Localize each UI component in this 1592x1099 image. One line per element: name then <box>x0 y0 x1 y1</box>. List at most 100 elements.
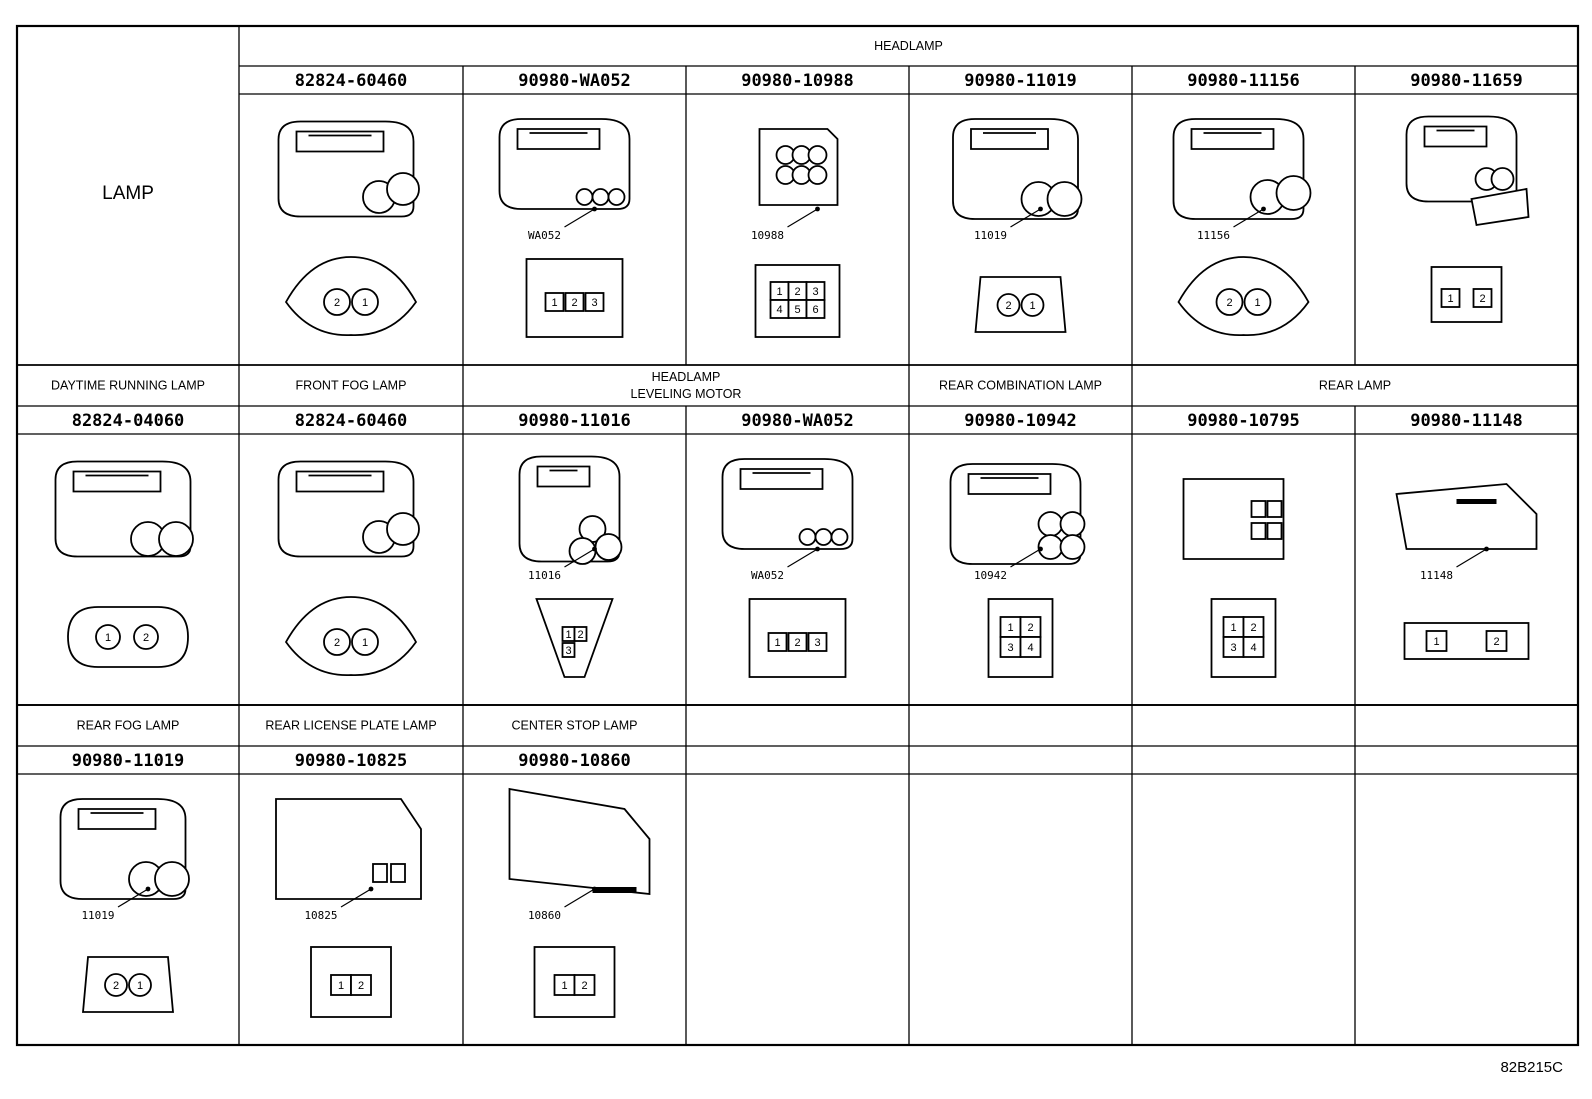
callout-label: 11019 <box>974 229 1007 242</box>
pin-socket <box>323 288 351 316</box>
pin-cell <box>767 632 788 652</box>
pin-number: 1 <box>1254 297 1260 309</box>
part-number: 90980-10795 <box>1187 411 1300 431</box>
housing-latch <box>1423 125 1488 148</box>
pin-number: 1 <box>1007 622 1013 634</box>
pin-number: 2 <box>1479 293 1485 305</box>
housing-latch <box>295 130 385 153</box>
callout-arrowhead <box>592 546 597 552</box>
pin-number: 1 <box>1433 636 1439 648</box>
pin-number: 1 <box>362 637 368 649</box>
pin-number: 2 <box>571 297 577 309</box>
terminal-cavity <box>591 188 610 206</box>
housing-face <box>82 956 174 1013</box>
pin-number: 3 <box>565 645 571 657</box>
pin-number: 1 <box>551 297 557 309</box>
housing-latch <box>295 470 385 493</box>
pin-number: 2 <box>794 637 800 649</box>
part-number: 90980-WA052 <box>518 71 631 91</box>
pin-number: 1 <box>1447 293 1453 305</box>
housing-face <box>974 276 1067 333</box>
terminal-cavity <box>1250 522 1267 540</box>
section-header: DAYTIME RUNNING LAMP <box>51 379 205 393</box>
pin-socket <box>1020 293 1045 317</box>
pin-number: 5 <box>794 304 800 316</box>
part-number: 90980-WA052 <box>741 411 854 431</box>
pin-cell <box>805 299 826 319</box>
housing-face <box>284 596 418 676</box>
callout-arrowhead <box>592 206 597 212</box>
part-marking <box>1456 499 1497 504</box>
pin-number: 2 <box>794 286 800 298</box>
section-header: REAR LICENSE PLATE LAMP <box>265 719 436 733</box>
pin-cell <box>573 626 588 642</box>
pin-cell <box>807 632 828 652</box>
part-number: 82824-60460 <box>295 411 408 431</box>
part-number: 90980-11019 <box>964 71 1077 91</box>
callout-arrowhead <box>145 886 151 892</box>
part-marking <box>592 887 637 893</box>
pin-number: 2 <box>143 632 149 644</box>
terminal-cavity <box>372 863 388 883</box>
housing-face <box>1403 622 1530 660</box>
table-grid-lines <box>15 24 1580 1047</box>
pin-cell <box>573 974 596 996</box>
part-number: 90980-11156 <box>1187 71 1300 91</box>
connector-isometric-view: 11148 <box>1395 483 1538 582</box>
connector-isometric-view: 11156 <box>1172 118 1312 242</box>
table-border <box>15 24 1580 1047</box>
pin-number: 1 <box>338 980 344 992</box>
pin-number: 4 <box>1250 642 1256 654</box>
terminal-cavity <box>807 165 828 185</box>
terminal-cavity <box>1059 511 1086 537</box>
pin-socket <box>1243 288 1272 316</box>
connector-isometric-view: 10825 <box>275 798 422 922</box>
connector-isometric-view: WA052 <box>721 458 854 582</box>
callout-leader <box>787 208 818 228</box>
terminal-cavity <box>814 528 833 546</box>
callout-arrowhead <box>1484 546 1489 552</box>
connector-isometric-view: 10942 <box>949 463 1086 582</box>
pin-number: 1 <box>565 629 571 641</box>
callout-arrowhead <box>815 546 820 552</box>
pin-number: 3 <box>1007 642 1013 654</box>
terminal-cavity <box>1037 511 1064 537</box>
callout-arrowhead <box>592 886 597 892</box>
terminal-cavity <box>1059 534 1086 560</box>
terminal-cavity <box>158 521 194 557</box>
housing-body <box>508 787 651 896</box>
pin-cell <box>584 292 605 312</box>
housing-latch <box>516 128 601 150</box>
pin-cell <box>1472 288 1493 308</box>
callout-label: WA052 <box>751 569 784 582</box>
connector-isometric-view <box>1182 478 1285 560</box>
terminal-cavity <box>1275 175 1312 211</box>
pin-cell <box>1440 288 1461 308</box>
callout-leader <box>564 888 595 908</box>
callout-leader <box>787 548 818 568</box>
callout-label: 10988 <box>751 229 784 242</box>
terminal-cavity <box>1046 181 1083 217</box>
pin-cell <box>1019 636 1042 658</box>
corner-label: LAMP <box>102 183 154 204</box>
part-number: 90980-11019 <box>72 751 185 771</box>
terminal-cavity <box>1037 534 1064 560</box>
section-header: HEADLAMP <box>652 370 721 384</box>
terminal-cavity <box>386 512 420 546</box>
pin-number: 2 <box>358 980 364 992</box>
pin-cell <box>1242 636 1265 658</box>
section-header: CENTER STOP LAMP <box>512 719 638 733</box>
section-header: REAR COMBINATION LAMP <box>939 379 1102 393</box>
